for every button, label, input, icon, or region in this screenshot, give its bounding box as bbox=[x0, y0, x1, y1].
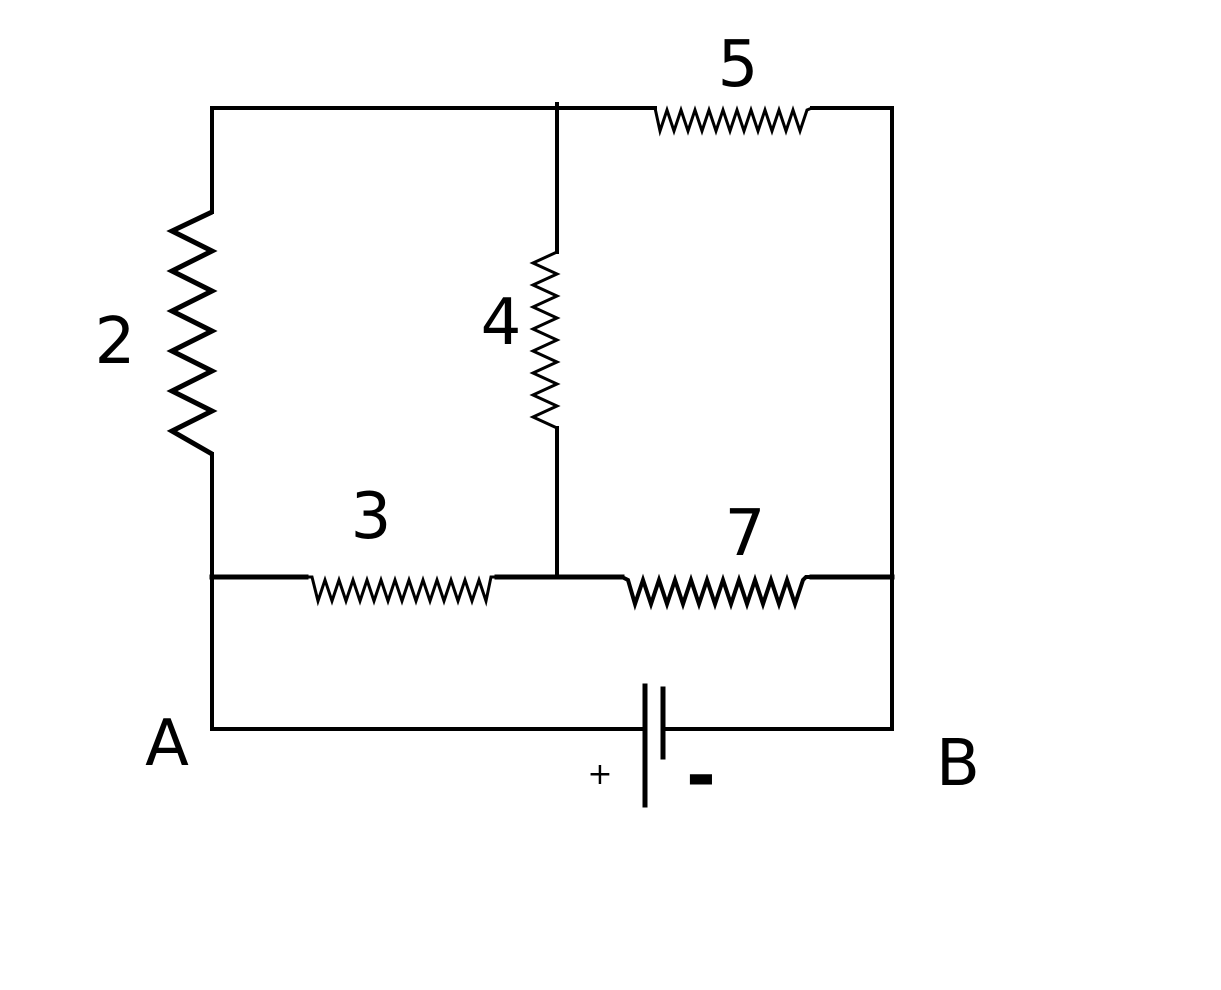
resistor-3-label: 3 bbox=[351, 480, 392, 554]
resistor-4-zigzag bbox=[529, 250, 561, 430]
resistor-2-label: 2 bbox=[95, 305, 136, 379]
resistor-7-label: 7 bbox=[725, 497, 766, 571]
resistor-5 bbox=[653, 105, 813, 137]
resistor-2-zigzag bbox=[166, 209, 218, 457]
resistor-4 bbox=[529, 250, 561, 430]
resistor-5-zigzag bbox=[653, 105, 813, 137]
resistor-4-label: 4 bbox=[481, 286, 522, 360]
resistor-5-label: 5 bbox=[718, 28, 759, 102]
resistor-7-zigzag bbox=[621, 573, 812, 611]
resistor-2 bbox=[166, 209, 218, 457]
node-b-label: B bbox=[936, 727, 980, 801]
wires bbox=[209, 102, 895, 731]
battery-positive-label: + bbox=[587, 757, 612, 792]
node-a-label: A bbox=[145, 707, 189, 781]
resistor-7 bbox=[621, 573, 812, 611]
battery bbox=[642, 683, 666, 808]
resistor-3 bbox=[306, 575, 497, 607]
resistor-3-zigzag bbox=[306, 575, 497, 607]
battery-negative-label: - bbox=[686, 733, 716, 817]
